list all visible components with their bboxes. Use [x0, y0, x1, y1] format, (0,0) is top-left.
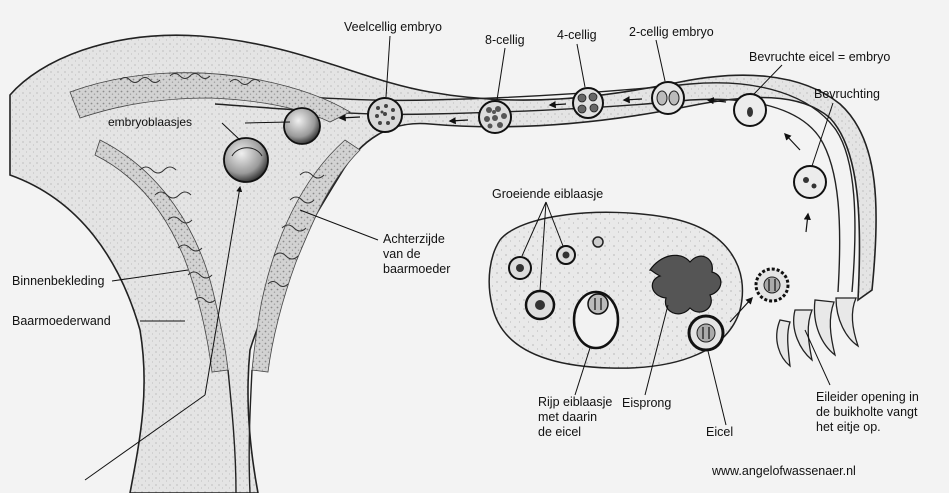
label-veelcellig: Veelcellig embryo	[344, 20, 442, 34]
label-2-cellig: 2-cellig embryo	[629, 25, 714, 39]
label-rijp-3: de eicel	[538, 425, 581, 439]
label-8-cellig: 8-cellig	[485, 33, 525, 47]
label-eileider-3: het eitje op.	[816, 420, 881, 434]
label-bevruchting: Bevruchting	[814, 87, 880, 101]
captured-egg	[756, 269, 788, 301]
credit-url: www.angelofwassenaer.nl	[711, 464, 856, 478]
label-bevruchte-eicel: Bevruchte eicel = embryo	[749, 50, 890, 64]
label-binnenbekleding: Binnenbekleding	[12, 274, 104, 288]
label-eileider-2: de buikholte vangt	[816, 405, 918, 419]
released-egg	[689, 316, 723, 350]
label-eileider-1: Eileider opening in	[816, 390, 919, 404]
label-4-cellig: 4-cellig	[557, 28, 597, 42]
label-eicel: Eicel	[706, 425, 733, 439]
label-achterzijde-3: baarmoeder	[383, 262, 450, 276]
label-rijp-1: Rijp eiblaasje	[538, 395, 612, 409]
label-groeiende-eiblaasje: Groeiende eiblaasje	[492, 187, 603, 201]
label-rijp-2: met daarin	[538, 410, 597, 424]
label-achterzijde-1: Achterzijde	[383, 232, 445, 246]
fimbriae	[777, 298, 858, 366]
label-eisprong: Eisprong	[622, 396, 671, 410]
label-baarmoederwand: Baarmoederwand	[12, 314, 111, 328]
label-achterzijde-2: van de	[383, 247, 421, 261]
label-embryoblaasjes: embryoblaasjes	[108, 115, 192, 129]
